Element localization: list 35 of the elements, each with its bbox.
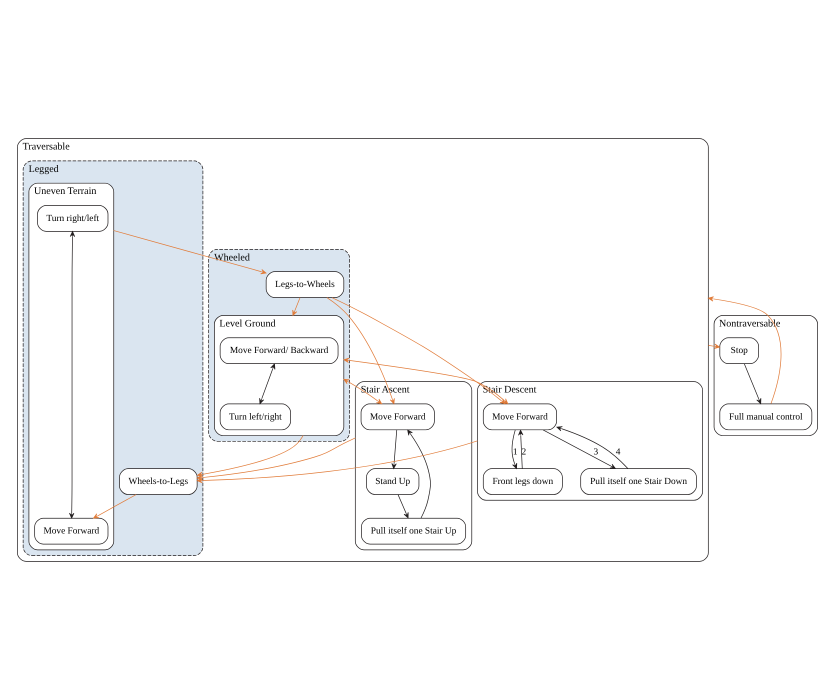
arrow [69,230,76,518]
arrow [259,363,276,404]
node-box: Move Forward [482,403,557,430]
node-box: Turn left/right [220,403,291,430]
edge-label: 4 [616,447,620,458]
arrow [398,494,409,518]
node-box: Front legs down [482,468,563,494]
arrow [512,429,518,468]
arrow [332,296,506,404]
node-box: Wheels-to-Legs [119,468,198,494]
arrow [343,378,382,404]
node-box: Full manual control [719,403,812,430]
node-box: Stand Up [366,468,420,494]
arrow [93,494,136,518]
arrow [326,296,395,404]
node-box: Stop [719,336,759,364]
arrow [391,429,398,468]
arrow [407,429,431,518]
arrow [744,363,762,404]
arrow [556,426,628,468]
edge-label: 3 [593,447,598,458]
edge-label: 2 [522,447,526,458]
edge-label: 1 [512,447,518,458]
node-box: Turn right/left [37,204,108,232]
arrow [113,230,266,274]
arrow [708,296,782,404]
node-box: Move Forward [34,517,108,544]
node-box: Move Forward/ Backward [220,336,338,364]
node-box: Move Forward [360,403,435,430]
node-box: Legs-to-Wheels [266,270,344,298]
arrow [518,429,524,468]
node-box: Pull itself one Stair Down [580,468,697,494]
arrow [708,343,720,348]
node-box: Pull itself one Stair Up [361,517,466,544]
arrow [542,429,616,468]
